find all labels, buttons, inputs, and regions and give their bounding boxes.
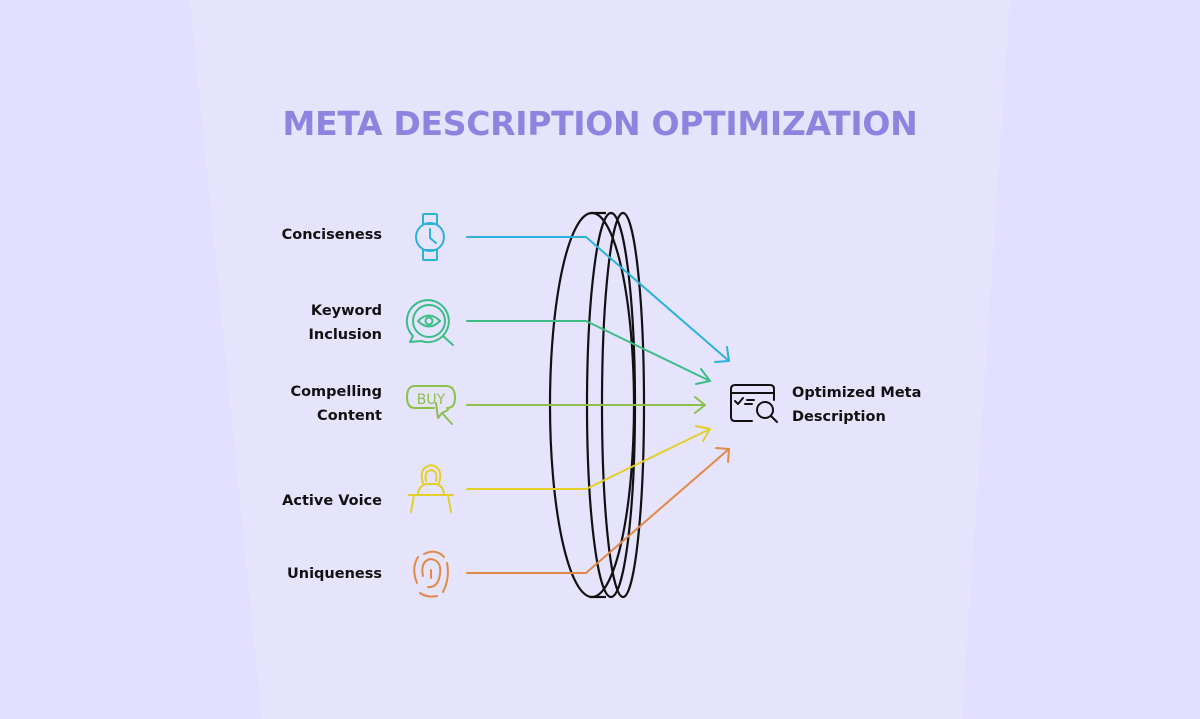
input-label-conciseness: Conciseness [222,223,382,247]
path-keyword-inclusion [466,320,711,385]
input-label-keyword-inclusion: Keyword Inclusion [222,299,383,347]
arrowhead [695,425,711,442]
path-conciseness [466,236,730,363]
input-label-compelling-content: Compelling Content [222,380,382,428]
path-compelling-content [466,396,706,414]
arrowhead [694,396,706,414]
path-active-voice [466,425,711,490]
eye-search-icon [405,299,454,346]
buy-click-icon: BUY [406,385,456,425]
label-line: Active Voice [282,493,382,509]
input-label-uniqueness: Uniqueness [222,562,382,586]
fingerprint-icon [413,550,449,598]
label-line: Description [792,409,886,425]
speaker-podium-icon [408,464,454,513]
arrowhead [695,368,711,385]
label-line: Inclusion [308,327,383,343]
label-line: Compelling [290,384,382,400]
label-line: Uniqueness [286,566,382,582]
buy-text: BUY [417,392,446,408]
output-label: Optimized Meta Description [792,381,952,429]
label-line: Content [317,408,382,424]
path-uniqueness [466,447,730,574]
webpage-search-icon [730,384,778,423]
page-title: META DESCRIPTION OPTIMIZATION [282,104,918,143]
arrowhead [715,447,730,463]
watch-icon [415,213,445,261]
label-line: Keyword [310,303,382,319]
input-label-active-voice: Active Voice [222,489,382,513]
arrowhead [714,346,730,363]
label-line: Optimized Meta [792,385,922,401]
label-line: Conciseness [281,227,382,243]
